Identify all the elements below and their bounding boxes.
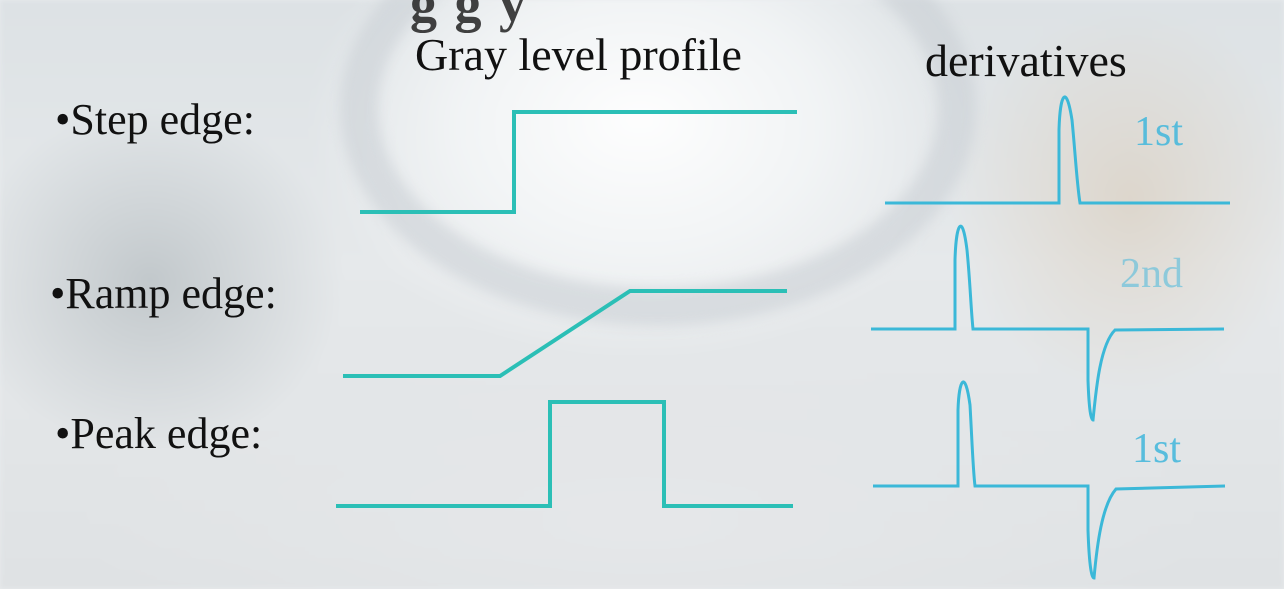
step-edge-derivative-curve	[885, 95, 1230, 205]
peak-derivative-order-label: 1st	[1132, 426, 1182, 472]
gray-level-profile-title: Gray level profile	[415, 29, 742, 80]
peak-edge-label: •Peak edge:	[55, 409, 263, 458]
ramp-edge-label: •Ramp edge:	[50, 269, 277, 318]
ramp-edge-derivative-curve	[871, 224, 1225, 422]
ramp-edge-profile-line	[343, 289, 787, 378]
peak-edge-profile-line	[336, 400, 793, 508]
step-edge-label: •Step edge:	[55, 95, 255, 144]
step-edge-profile-line	[360, 110, 797, 214]
cut-off-slide-heading: g g y	[410, 0, 528, 33]
derivatives-title: derivatives	[925, 35, 1127, 86]
ramp-derivative-order-label: 2nd	[1120, 251, 1183, 297]
step-derivative-order-label: 1st	[1134, 109, 1184, 155]
peak-edge-derivative-curve	[873, 380, 1226, 580]
